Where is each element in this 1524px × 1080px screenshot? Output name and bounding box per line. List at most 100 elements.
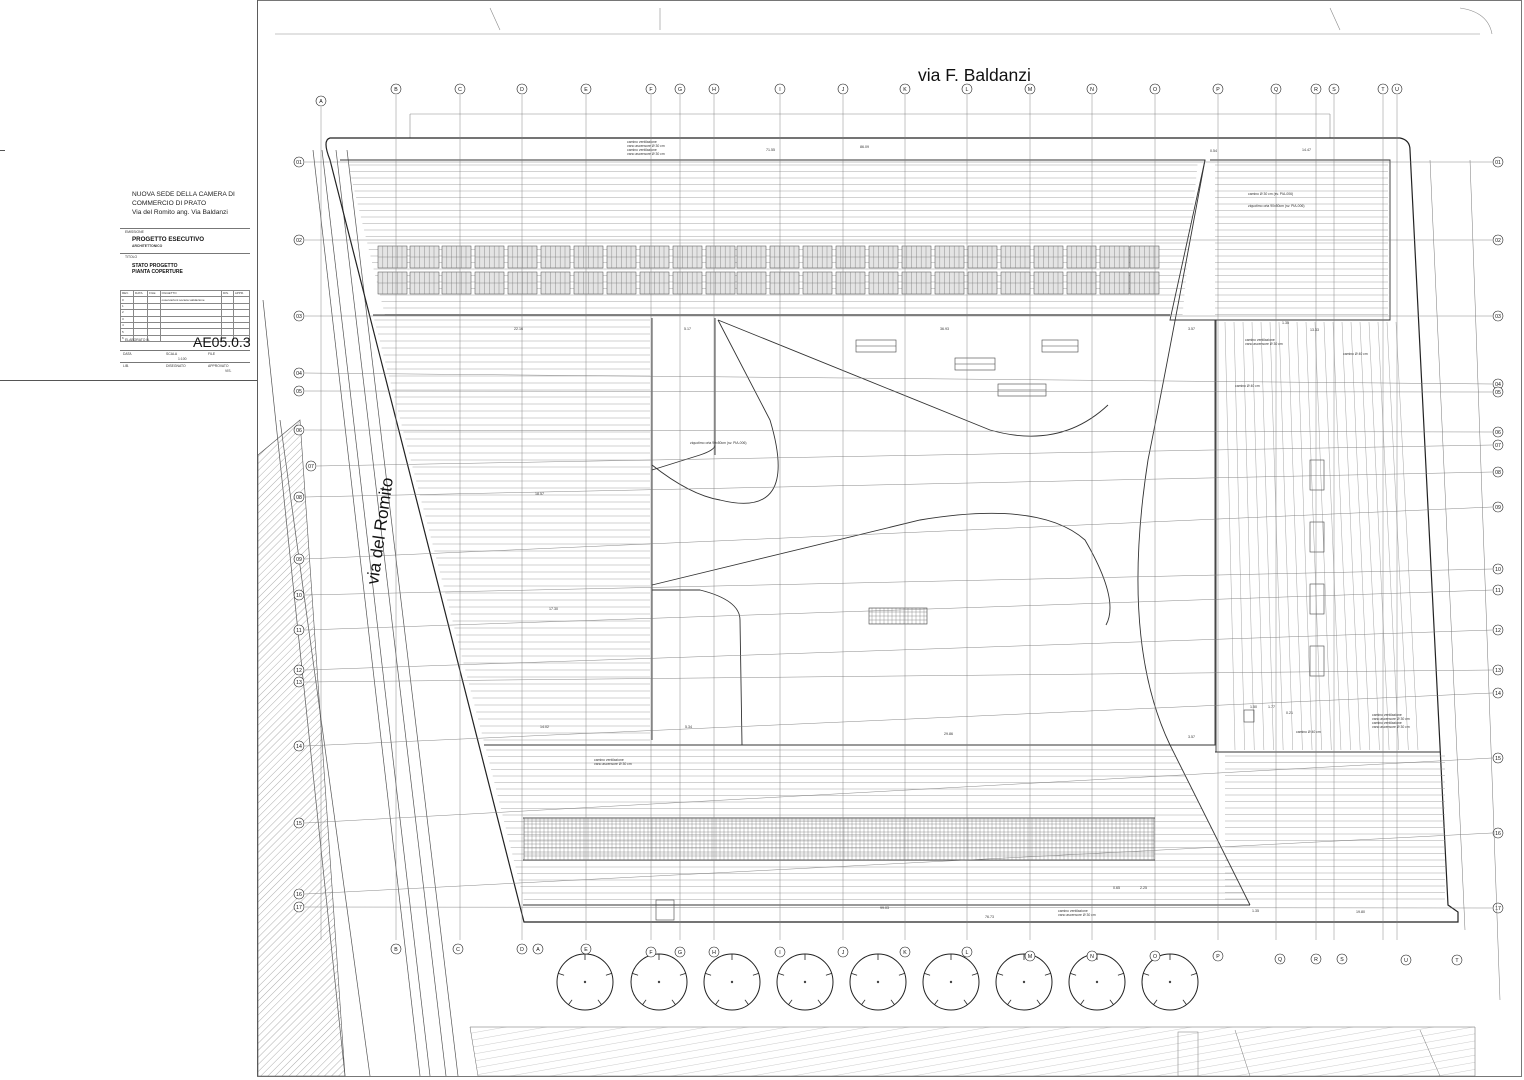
grid-bubble-left: 01 — [293, 156, 305, 168]
grid-bubble-top-circle — [454, 83, 466, 95]
grid-bubble-top-label: L — [966, 87, 969, 93]
roof-line — [1341, 321, 1361, 751]
revision-cell — [133, 302, 149, 311]
grid-bubble-bottom: M — [1024, 950, 1036, 962]
grid-bubble-top-circle — [1377, 83, 1389, 95]
tree-notch — [597, 999, 602, 1005]
tree-notch — [817, 999, 822, 1005]
pv-module — [1033, 271, 1064, 295]
street-label-romito: via del Romito — [363, 476, 397, 585]
title-block: NUOVA SEDE DELLA CAMERA DI COMMERCIO DI … — [0, 0, 257, 381]
drawing-number-label: ELABORATO N. — [125, 338, 150, 342]
tree — [1141, 953, 1199, 1011]
grid-bubble-right-label: 11 — [1495, 588, 1500, 594]
revision-row: 3 — [119, 315, 251, 323]
grid-bubble-top-circle — [708, 83, 720, 95]
grid-bubble-bottom: G — [674, 946, 686, 958]
grid-bubble-top: R — [1310, 83, 1322, 95]
grid-bubble-right: 12 — [1492, 624, 1504, 636]
tree-notch — [1036, 999, 1041, 1005]
revision-row: 2 — [119, 309, 251, 317]
roof-line — [1296, 321, 1313, 751]
grid-bubble-left-label: 08 — [296, 495, 302, 501]
grid-bubble-bottom-circle — [645, 946, 657, 958]
dimension-label: 29.86 — [944, 732, 953, 736]
grid-row-line — [304, 506, 1493, 560]
tree-row — [556, 953, 1199, 1011]
tree-notch — [1143, 972, 1150, 976]
pv-module — [1033, 245, 1064, 269]
tree — [995, 953, 1053, 1011]
grid-bubble-right: 10 — [1492, 563, 1504, 575]
grid-bubble-right: 03 — [1492, 310, 1504, 322]
grid-bubble-left: 09 — [293, 553, 305, 565]
grid-bubble-right-label: 05 — [1495, 390, 1501, 396]
grid-bubble-bottom: B — [390, 943, 402, 955]
grid-bubble-left-circle — [293, 740, 305, 752]
grid-bubble-bottom-circle — [674, 946, 686, 958]
grid-bubble-top: F — [645, 83, 657, 95]
grid-bubble-left: 17 — [293, 901, 305, 913]
annotation-label: vano ascensore Ø 30 cm — [1245, 342, 1283, 346]
annotation-label: vano ascensore Ø 30 cm — [1372, 717, 1410, 721]
tree — [630, 953, 688, 1011]
pv-module — [901, 245, 932, 269]
roof-line — [1386, 321, 1409, 751]
dimension-label: 18.57 — [535, 492, 544, 496]
grid-bubble-left-label: 06 — [296, 428, 302, 434]
grid-bubble-bottom-circle — [774, 946, 786, 958]
pv-module — [868, 271, 899, 295]
grid-row-line — [304, 692, 1493, 747]
grid-bubble-left-label: 11 — [296, 628, 301, 634]
grid-bubble-left: 14 — [293, 740, 305, 752]
grid-bubble-left-circle — [293, 901, 305, 913]
tree-notch — [1070, 972, 1077, 976]
pv-module — [377, 245, 408, 269]
tree-notch — [1080, 999, 1085, 1005]
grid-bubble-top-label: F — [649, 87, 652, 93]
grid-bubble-bottom-label: T — [1455, 958, 1459, 964]
scala-value: 1:100 — [178, 357, 187, 361]
grid-bubble-top-circle — [1391, 83, 1403, 95]
grid-bubble-top: Q — [1270, 83, 1282, 95]
tree — [776, 953, 834, 1011]
grid-bubble-bottom: D — [516, 943, 528, 955]
grid-bubble-right-circle — [1492, 501, 1504, 513]
grid-bubble-top-circle — [961, 83, 973, 95]
grid-bubble-left-label: 07 — [308, 464, 314, 470]
building-outline — [325, 137, 1459, 923]
grid-bubble-left-label: 14 — [296, 744, 302, 750]
tree-notch — [1117, 972, 1124, 976]
tree-notch — [997, 972, 1004, 976]
grid-bubble-left: 16 — [293, 888, 305, 900]
tree-notch — [825, 972, 832, 976]
dimension-label: 3.57 — [1188, 327, 1195, 331]
grid-bubble-top-label: S — [1332, 87, 1336, 93]
grid-bubble-bottom-label: J — [842, 950, 845, 956]
grid-bubble-right-circle — [1492, 584, 1504, 596]
title-line-2: PIANTA COPERTURE — [132, 269, 183, 275]
tree-trunk — [583, 980, 587, 984]
title-label: TITOLO — [125, 255, 138, 259]
grid-bubble-top-label: G — [678, 87, 682, 93]
grid-bubble-right-circle — [1492, 827, 1504, 839]
tree-notch — [679, 972, 686, 976]
grid-bubble-bottom-circle — [1336, 953, 1348, 965]
annotation-label: vano ascensore Ø 30 cm — [1058, 913, 1096, 917]
grid-bubble-right-label: 04 — [1495, 382, 1501, 388]
grid-bubble-top-circle — [1149, 83, 1161, 95]
grid-bubble-bottom: F — [645, 946, 657, 958]
roof-line — [1314, 321, 1332, 751]
roof-line — [1323, 321, 1342, 751]
annotation-label: ziquotimo orta 90x50cm (sv. PIA-006) — [1248, 204, 1304, 208]
grid-bubble-bottom-circle — [837, 946, 849, 958]
skylights — [523, 339, 1325, 921]
grid-bubble-bottom-circle — [1086, 950, 1098, 962]
tree-notch — [924, 972, 931, 976]
grid-row-line — [304, 390, 1493, 393]
grid-bubble-top: K — [899, 83, 911, 95]
grid-bubble-bottom-circle — [1212, 950, 1224, 962]
